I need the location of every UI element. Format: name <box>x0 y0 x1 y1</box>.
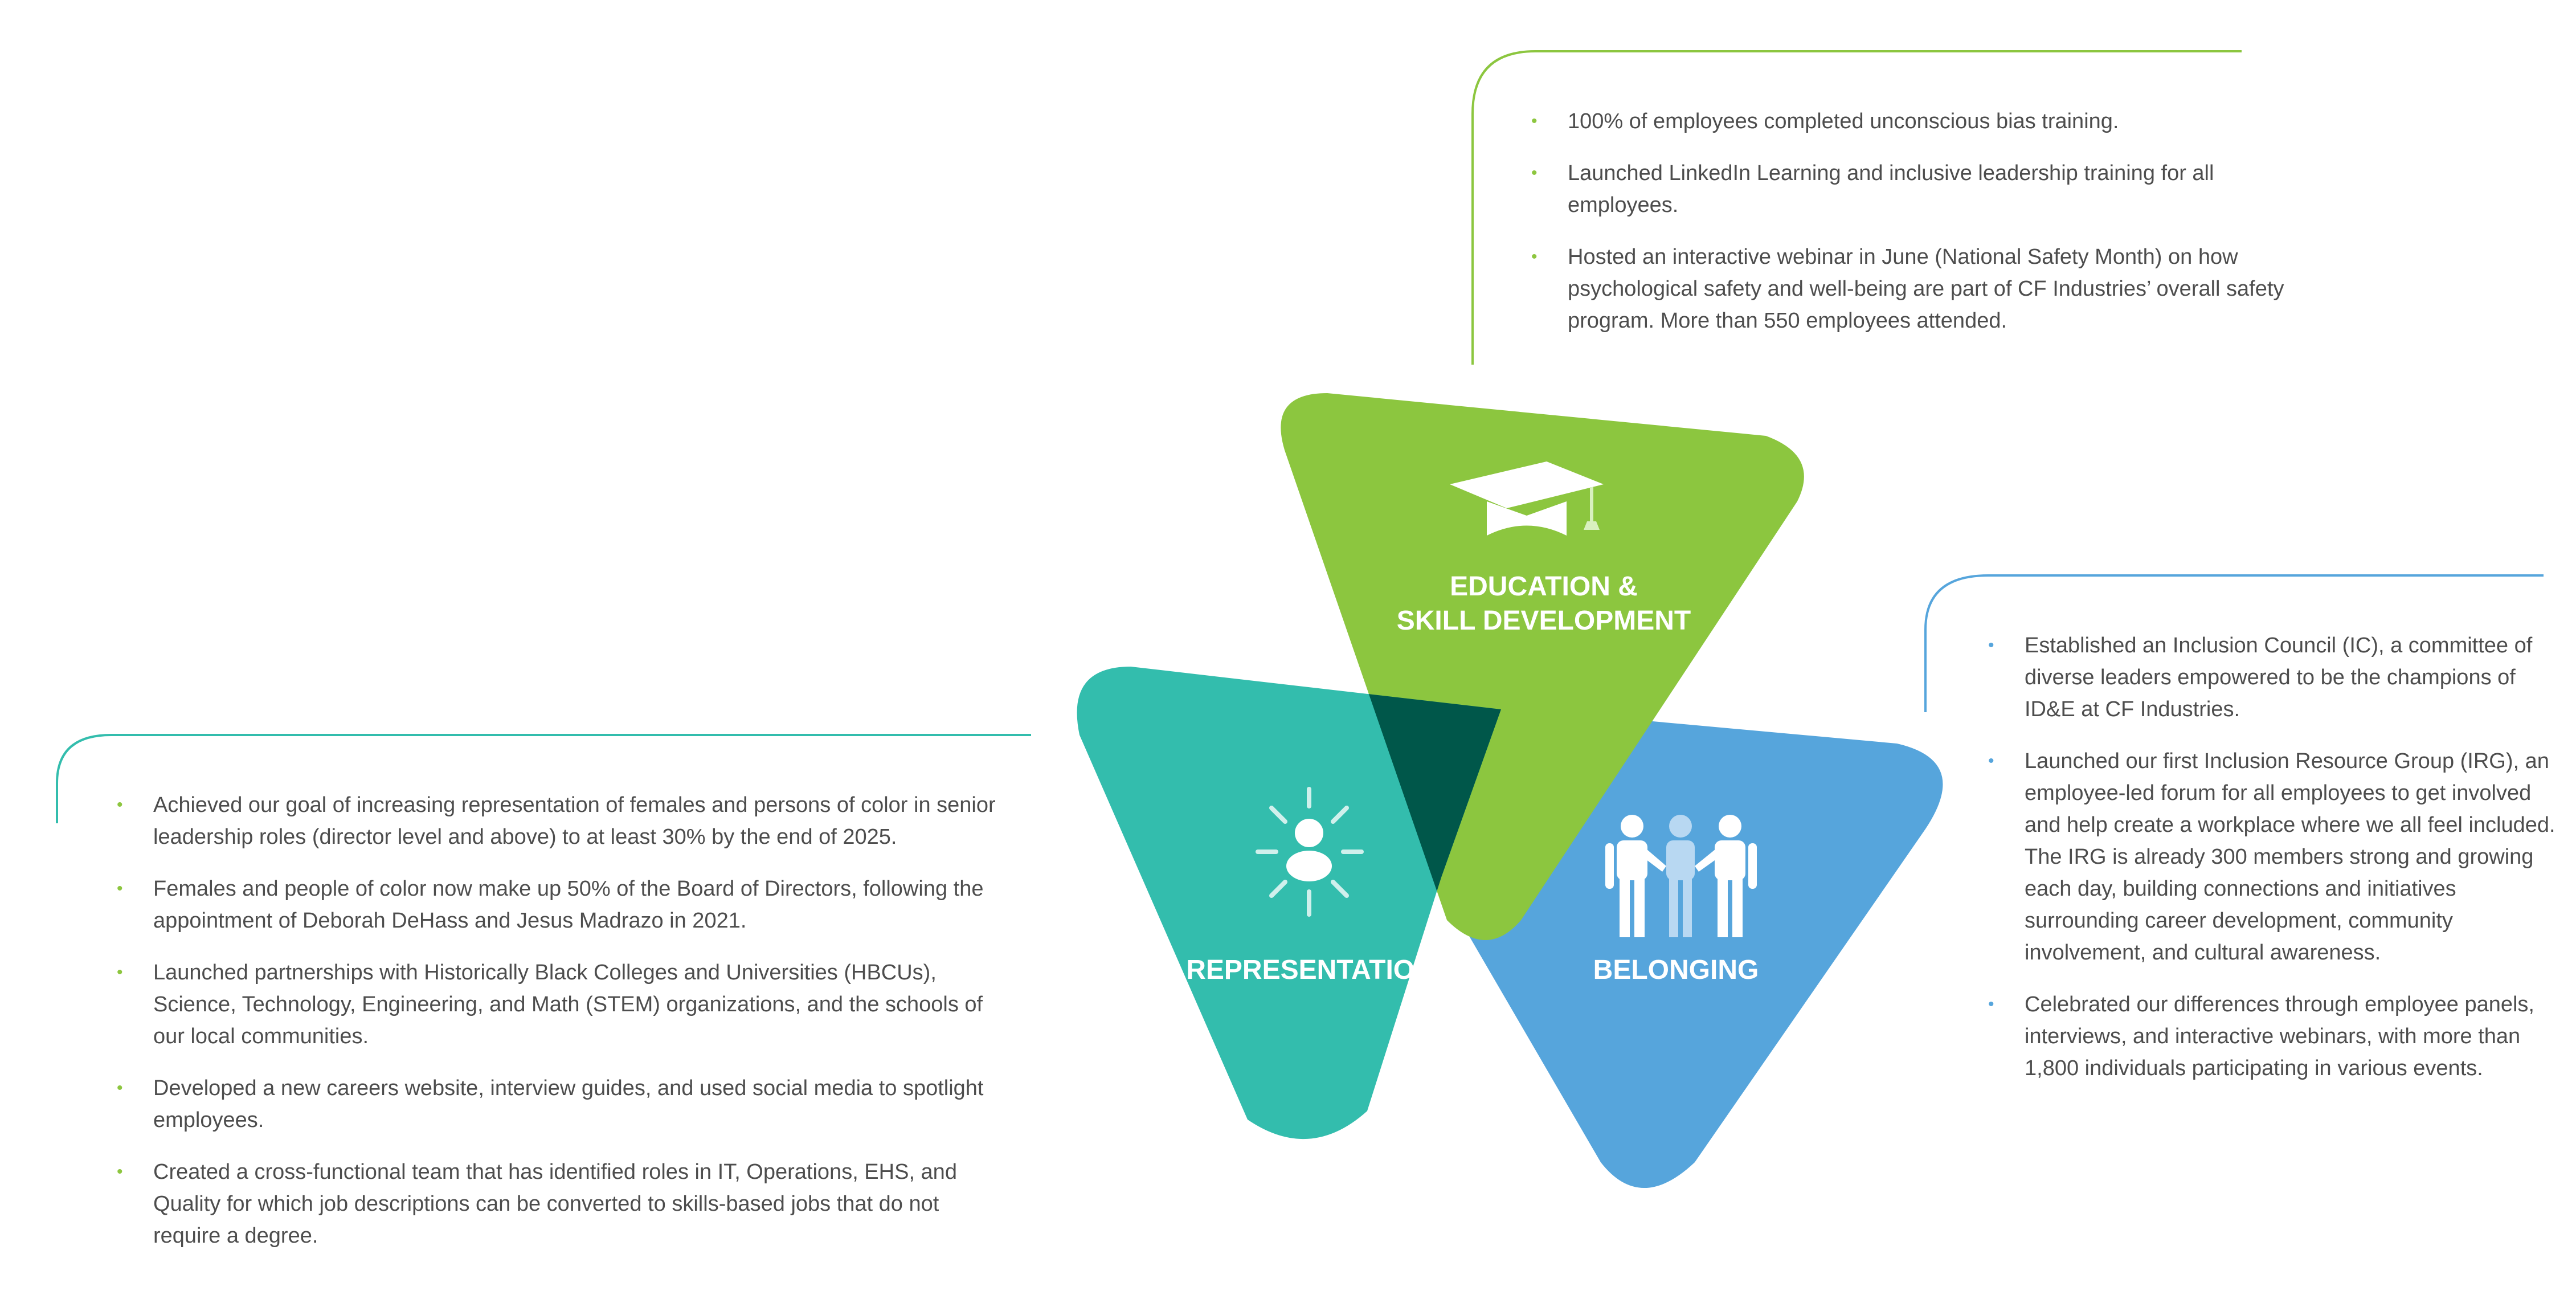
bullet-dot-icon: • <box>1988 995 1994 1014</box>
bullet-dot-icon: • <box>1531 112 1538 130</box>
bullet-text: Developed a new careers website, intervi… <box>153 1076 984 1132</box>
bullet-dot-icon: • <box>1988 752 1994 770</box>
connector-line-belonging <box>1924 574 2544 712</box>
bullet-text: Hosted an interactive webinar in June (N… <box>1568 245 2284 333</box>
people-holding-hands-icon <box>1605 815 1757 937</box>
bullet-dot-icon: • <box>117 1162 123 1181</box>
list-item: • Females and people of color now make up… <box>117 873 1005 937</box>
bullet-text: Achieved our goal of increasing represen… <box>153 793 996 849</box>
connector-line-representation <box>56 734 1031 823</box>
bullet-dot-icon: • <box>117 1079 123 1097</box>
education-title-line1: EDUCATION & <box>1450 571 1638 602</box>
education-title-line2: SKILL DEVELOPMENT <box>1397 606 1691 636</box>
person-radiating-icon <box>1256 787 1364 917</box>
bullet-text: Launched partnerships with Historically … <box>153 961 983 1048</box>
representation-points-list: • Achieved our goal of increasing represe… <box>117 789 1005 1252</box>
list-item: • Celebrated our differences through empl… <box>1988 989 2558 1084</box>
bullet-text: 100% of employees completed unconscious … <box>1568 109 2119 133</box>
list-item: • 100% of employees completed unconscious… <box>1531 105 2306 137</box>
bullet-dot-icon: • <box>117 795 123 814</box>
bullet-text: Launched our first Inclusion Resource Gr… <box>2025 749 2555 965</box>
education-points-list: • 100% of employees completed unconscious… <box>1531 105 2306 337</box>
bullet-dot-icon: • <box>1531 247 1538 266</box>
bullet-dot-icon: • <box>117 963 123 982</box>
bullet-text: Created a cross-functional team that has… <box>153 1160 957 1248</box>
bullet-text: Females and people of color now make up … <box>153 877 984 933</box>
belonging-points-list: • Established an Inclusion Council (IC), … <box>1988 630 2558 1084</box>
list-item: • Launched LinkedIn Learning and inclusiv… <box>1531 157 2306 221</box>
belonging-points-block: • Established an Inclusion Council (IC), … <box>1988 630 2558 1104</box>
representation-triangle <box>1077 667 1501 1140</box>
list-item: • Developed a new careers website, interv… <box>117 1072 1005 1136</box>
education-points-block: • 100% of employees completed unconscious… <box>1531 105 2306 357</box>
bullet-dot-icon: • <box>1531 164 1538 182</box>
list-item: • Created a cross-functional team that ha… <box>117 1156 1005 1252</box>
list-item: • Launched our first Inclusion Resource G… <box>1988 745 2558 969</box>
list-item: • Hosted an interactive webinar in June (… <box>1531 241 2306 337</box>
bullet-text: Launched LinkedIn Learning and inclusive… <box>1568 161 2214 217</box>
list-item: • Achieved our goal of increasing represe… <box>117 789 1005 853</box>
connector-line-education <box>1471 50 2242 365</box>
belonging-title: BELONGING <box>1593 955 1759 985</box>
list-item: • Established an Inclusion Council (IC), … <box>1988 630 2558 725</box>
representation-points-block: • Achieved our goal of increasing represe… <box>117 789 1005 1272</box>
list-item: • Launched partnerships with Historically… <box>117 957 1005 1052</box>
graduation-cap-icon <box>1450 461 1604 547</box>
representation-title: REPRESENTATION <box>1186 955 1434 985</box>
bullet-text: Established an Inclusion Council (IC), a… <box>2025 634 2533 721</box>
bullet-dot-icon: • <box>1988 636 1994 655</box>
bullet-text: Celebrated our differences through emplo… <box>2025 993 2534 1080</box>
bullet-dot-icon: • <box>117 879 123 898</box>
